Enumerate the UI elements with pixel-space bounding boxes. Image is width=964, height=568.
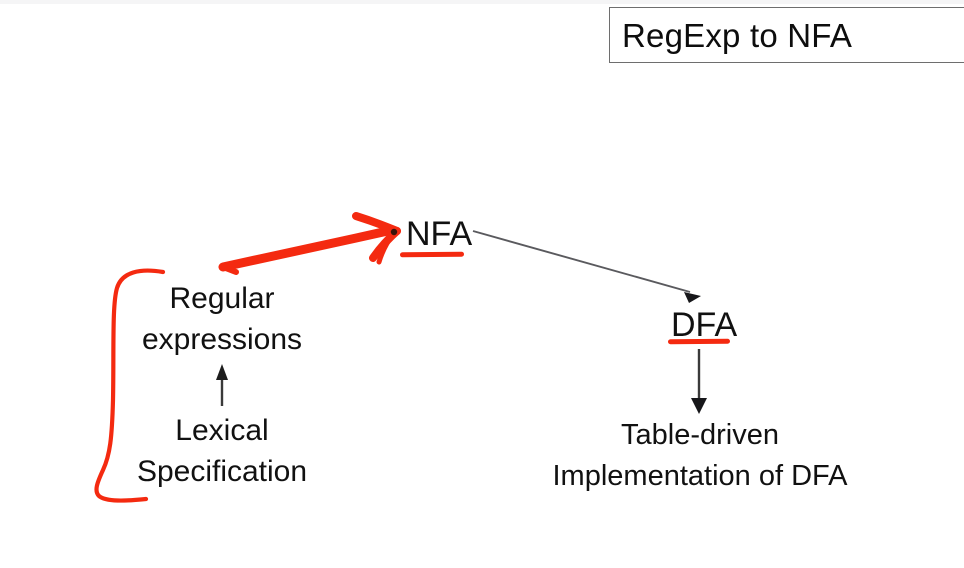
arrow-dfa-to-table: [691, 349, 707, 414]
arrow-nfa-to-dfa: [472, 230, 701, 303]
node-regular-expressions: Regular expressions: [122, 278, 322, 360]
node-table-driven-implementation: Table-driven Implementation of DFA: [525, 415, 875, 497]
node-lexical-specification: Lexical Specification: [122, 410, 322, 492]
arrow-lexspec-to-regexp: [216, 364, 228, 406]
page-title: RegExp to NFA: [622, 17, 853, 54]
top-edge-strip: [0, 0, 964, 4]
node-dfa-label: DFA: [671, 306, 738, 344]
node-regular-expressions-line2: expressions: [141, 323, 303, 356]
red-underline-dfa: [667, 338, 731, 345]
red-arrow-to-nfa: [218, 212, 401, 275]
node-regular-expressions-line1: Regular: [169, 282, 275, 315]
node-table-driven-line2: Implementation of DFA: [552, 460, 848, 492]
node-nfa-label: NFA: [406, 215, 473, 253]
node-table-driven-line1: Table-driven: [621, 419, 779, 451]
node-lexical-specification-line1: Lexical: [175, 414, 269, 447]
title-box: [609, 7, 964, 63]
red-underline-nfa: [399, 251, 465, 258]
node-lexical-specification-line2: Specification: [136, 455, 308, 488]
